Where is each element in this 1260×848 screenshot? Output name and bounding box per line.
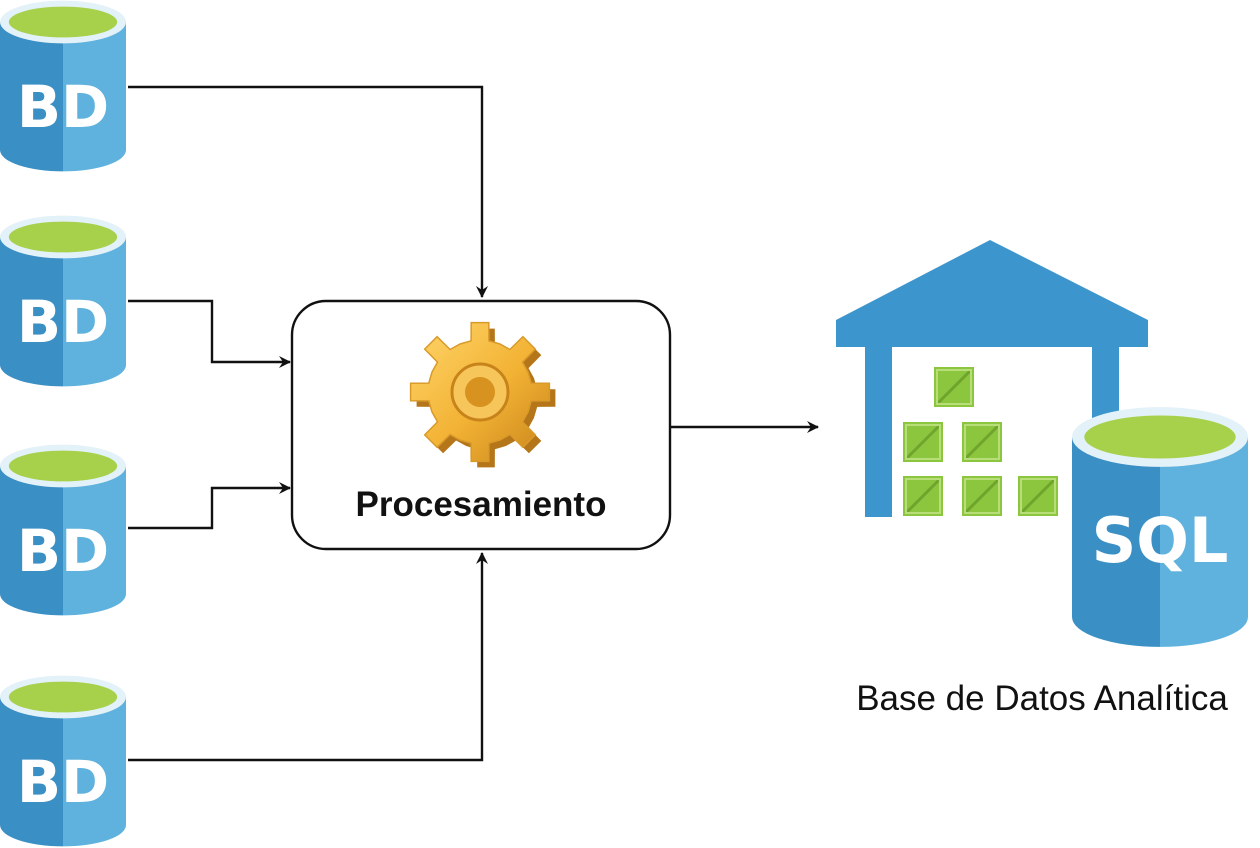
gear-icon (409, 321, 556, 468)
target-node: SQL Base de Datos Analítica (836, 240, 1248, 718)
crate-icon (903, 422, 943, 462)
database-icon-body-left (0, 237, 63, 387)
database-icon: BD (0, 675, 126, 847)
database-icon-body-right (63, 466, 126, 616)
database-icon: BD (0, 444, 126, 616)
database-icon-top (8, 681, 118, 713)
connector-source-1 (128, 85, 488, 298)
database-icon-body-left (0, 22, 63, 172)
crate-icon (934, 367, 974, 407)
database-icon-top (8, 6, 118, 38)
connector-source-4 (128, 552, 488, 762)
source-db-label: BD (17, 517, 109, 585)
sql-cylinder-body-right (1160, 437, 1248, 647)
database-icon: BD (0, 0, 126, 172)
crate-icon (903, 476, 943, 516)
source-db-label: BD (17, 73, 109, 141)
warehouse-crates (903, 367, 1058, 516)
source-databases: BD BD BD BD (0, 0, 126, 847)
target-caption: Base de Datos Analítica (856, 679, 1228, 718)
sql-badge: SQL (1092, 504, 1229, 577)
database-icon: BD (0, 215, 126, 387)
crate-icon (962, 422, 1002, 462)
database-icon-body-right (63, 22, 126, 172)
sql-database-icon (1072, 407, 1248, 647)
process-node[interactable]: Procesamiento (290, 299, 672, 551)
database-icon-body-right (63, 697, 126, 847)
database-icon-body-right (63, 237, 126, 387)
sql-cylinder-top (1084, 415, 1236, 459)
process-label: Procesamiento (356, 485, 607, 524)
warehouse-roof (836, 240, 1148, 347)
sql-cylinder-body-left (1072, 437, 1160, 647)
database-icon-body-left (0, 466, 63, 616)
connector-source-3 (128, 482, 291, 530)
crate-icon (962, 476, 1002, 516)
warehouse-post-left (865, 347, 892, 517)
database-icon-top (8, 221, 118, 253)
connector-source-2 (128, 299, 291, 368)
database-icon-top (8, 450, 118, 482)
database-icon-body-left (0, 697, 63, 847)
source-db-label: BD (17, 748, 109, 816)
sql-cylinder (1072, 407, 1248, 647)
crate-icon (1018, 476, 1058, 516)
source-db-label: BD (17, 288, 109, 356)
